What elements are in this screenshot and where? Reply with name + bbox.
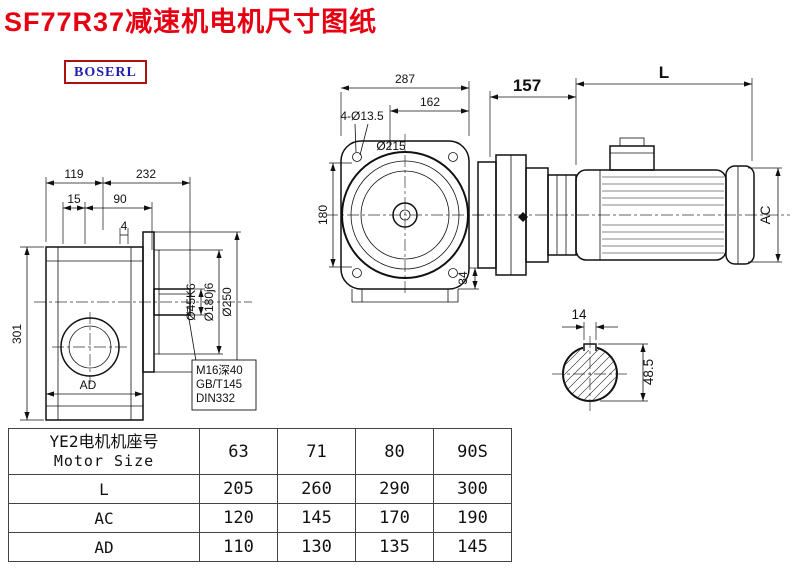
note-standard-din: DIN332 (196, 393, 235, 405)
holes-callout: 4-Ø13.5 (340, 109, 384, 123)
row-label-AD: AD (8, 532, 200, 562)
shaft-diameter-label: Ø45K6 (184, 283, 198, 321)
value-AD-80: 135 (355, 532, 434, 562)
dim-232: 232 (136, 167, 156, 181)
table-header-cell: YE2电机机座号 Motor Size (8, 428, 200, 475)
dim-162: 162 (420, 95, 440, 109)
table-header-en: Motor Size (53, 452, 155, 471)
dim-287: 287 (395, 72, 415, 86)
value-AC-80: 170 (355, 503, 434, 533)
dim-48-5: 48.5 (641, 359, 656, 385)
dim-ad: AD (80, 378, 97, 392)
dim-34: 34 (456, 271, 470, 285)
dim-AC: AC (758, 205, 773, 224)
brand-logo: BOSERL (64, 60, 147, 84)
brand-logo-text: BOSERL (74, 65, 137, 80)
dim-L: L (659, 63, 669, 82)
flange-diameter-label: Ø250 (220, 287, 234, 317)
value-L-80: 290 (355, 474, 434, 504)
dim-119: 119 (64, 167, 83, 181)
dim-301: 301 (10, 324, 24, 344)
oil-plug-symbol (518, 212, 528, 222)
note-thread: M16深40 (196, 363, 243, 377)
value-AC-90S: 190 (433, 503, 512, 533)
dim-180: 180 (316, 205, 330, 225)
dia-215-label: Ø215 (376, 139, 406, 153)
left-view: 119 232 15 90 4 301 AD (10, 167, 257, 421)
size-column-90S: 90S (433, 428, 512, 475)
value-L-90S: 300 (433, 474, 512, 504)
table-row: AD 110 130 135 145 (8, 532, 512, 562)
size-column-80: 80 (355, 428, 434, 475)
dim-14: 14 (571, 307, 587, 322)
table-header-cn: YE2电机机座号 (49, 432, 159, 452)
value-L-63: 205 (199, 474, 278, 504)
value-AC-71: 145 (277, 503, 356, 533)
value-AD-63: 110 (199, 532, 278, 562)
dim-4: 4 (121, 219, 128, 233)
spigot-diameter-label: Ø180j6 (202, 282, 216, 321)
dim-157: 157 (513, 76, 541, 95)
size-column-63: 63 (199, 428, 278, 475)
value-AD-71: 130 (277, 532, 356, 562)
size-column-71: 71 (277, 428, 356, 475)
motor-view: 157 L AC (472, 63, 790, 276)
note-standard-gb: GB/T145 (196, 379, 242, 391)
value-AD-90S: 145 (433, 532, 512, 562)
row-label-AC: AC (8, 503, 200, 533)
motor-size-table: YE2电机机座号 Motor Size 63 71 80 90S L 205 2… (8, 428, 512, 562)
terminal-box (609, 145, 655, 171)
front-view: 287 162 4-Ø13.5 Ø215 180 34 (316, 72, 484, 303)
value-L-71: 260 (277, 474, 356, 504)
shaft-end-view: 14 48.5 (552, 307, 656, 412)
dim-15: 15 (67, 192, 81, 206)
value-AC-63: 120 (199, 503, 278, 533)
dim-90: 90 (113, 192, 127, 206)
page-title: SF77R37减速机电机尺寸图纸 (4, 7, 378, 37)
table-row: L 205 260 290 300 (8, 474, 512, 504)
row-label-L: L (8, 474, 200, 504)
table-row: AC 120 145 170 190 (8, 503, 512, 533)
